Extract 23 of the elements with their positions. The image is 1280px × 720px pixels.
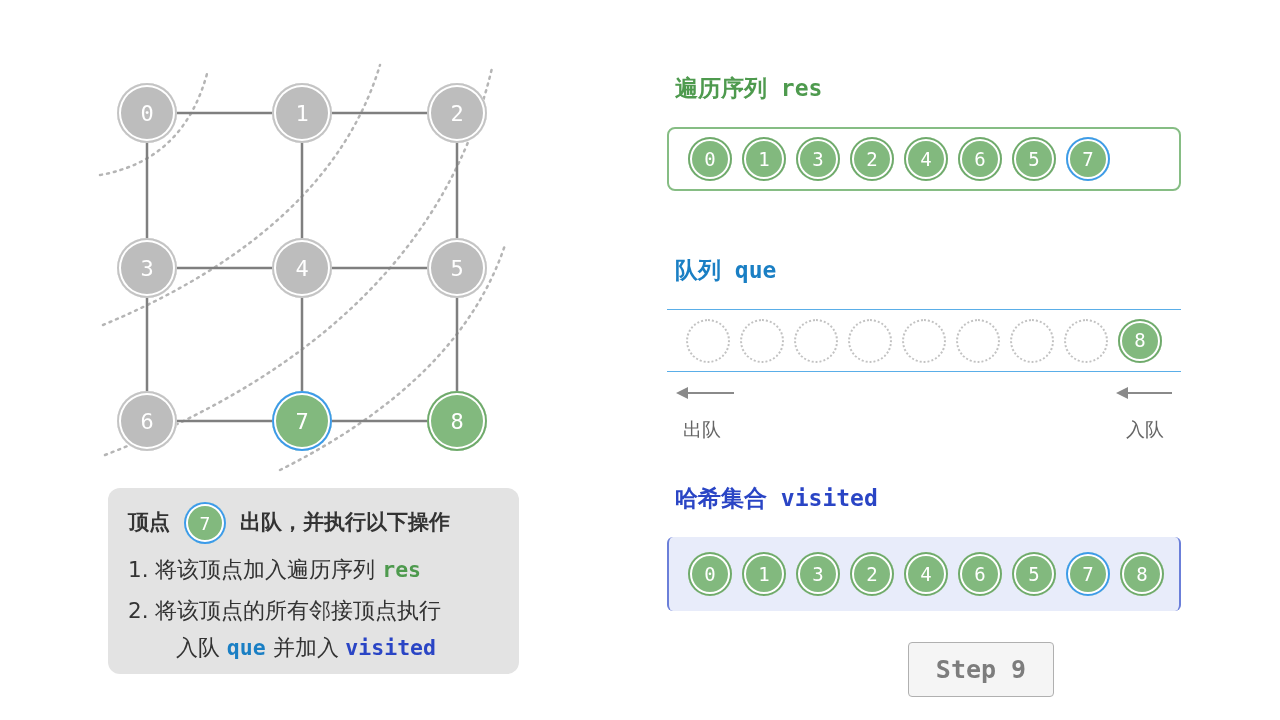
panel-heading: 遍历序列 res [674, 73, 824, 103]
note-card [108, 488, 519, 674]
graph-edge [177, 266, 272, 270]
graph-edge [332, 419, 427, 423]
graph-edge [455, 143, 459, 238]
queue-direction-label: 出队 [683, 417, 721, 442]
graph-edge [177, 111, 272, 115]
panel-heading: 队列 que [674, 255, 778, 285]
graph-edge [145, 298, 149, 391]
graph-edge [332, 266, 427, 270]
graph-edge [455, 298, 459, 391]
queue-direction-label: 入队 [1126, 417, 1164, 442]
panel-heading: 哈希集合 visited [674, 483, 879, 513]
step-text: 1. 将该顶点加入遍历序列 res [128, 556, 423, 584]
graph-edge [300, 143, 304, 238]
step-button: Step 9 [908, 642, 1054, 697]
graph-edge [145, 143, 149, 238]
graph-edge [332, 111, 427, 115]
note-heading: 出队，并执行以下操作 [240, 509, 450, 537]
graph-edge [300, 298, 304, 391]
note-heading: 顶点 [128, 509, 170, 537]
step-text: 2. 将该顶点的所有邻接顶点执行入队 que 并加入 visited [128, 597, 443, 662]
graph-edge [177, 419, 272, 423]
